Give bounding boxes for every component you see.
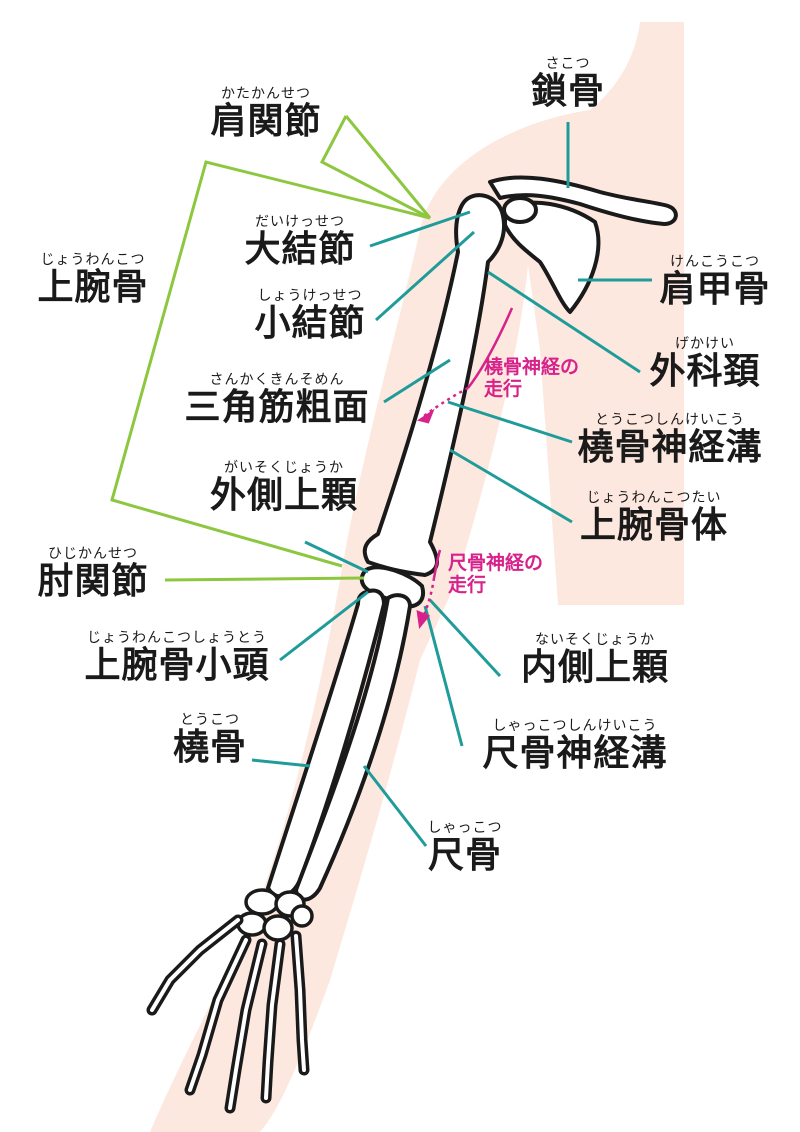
label-humerus: じょうわんこつ 上腕骨 <box>37 252 149 308</box>
label-greater-tubercle: だいけっせつ 大結節 <box>244 214 356 270</box>
label-humerus-body: じょうわんこつたい 上腕骨体 <box>579 490 728 546</box>
label-capitulum: じょうわんこつしょうとう 上腕骨小頭 <box>84 630 270 686</box>
label-surgical-neck: げかけい 外科頚 <box>649 336 761 392</box>
label-lesser-tubercle: しょうけっせつ 小結節 <box>254 288 366 344</box>
ulnar-nerve-label: 尺骨神経の 走行 <box>448 552 544 596</box>
label-elbow-joint: ひじかんせつ 肘関節 <box>37 546 149 602</box>
label-clavicle: さこつ 鎖骨 <box>530 56 605 112</box>
acromion <box>502 196 538 224</box>
label-deltoid-tuberosity: さんかくきんそめん 三角筋粗面 <box>184 372 370 428</box>
scapula-bone <box>503 200 601 314</box>
clavicle-bone <box>488 175 678 226</box>
label-shoulder-joint: かたかんせつ 肩関節 <box>210 86 322 142</box>
radial-nerve-label: 橈骨神経の 走行 <box>484 356 580 400</box>
label-radial-groove: とうこつしんけいこう 橈骨神経溝 <box>577 412 763 468</box>
label-ulnar-groove: しゃっこつしんけいこう 尺骨神経溝 <box>482 718 668 774</box>
ulna-bone <box>294 593 412 902</box>
ulnar-nerve-path <box>416 549 442 630</box>
label-medial-epicondyle: ないそくじょうか 内側上顆 <box>520 632 669 688</box>
region-bracket <box>110 115 432 582</box>
radial-nerve-path <box>416 307 514 424</box>
hand-bones-fill <box>150 918 306 1110</box>
leader-lines <box>251 122 652 847</box>
label-lateral-epicondyle: がいそくじょうか 外側上顆 <box>209 460 358 516</box>
label-ulna: しゃっこつ 尺骨 <box>427 820 503 876</box>
label-scapula: けんこうこつ 肩甲骨 <box>659 254 771 310</box>
label-radius: とうこつ 橈骨 <box>172 712 247 768</box>
humerus-bone <box>362 193 507 577</box>
